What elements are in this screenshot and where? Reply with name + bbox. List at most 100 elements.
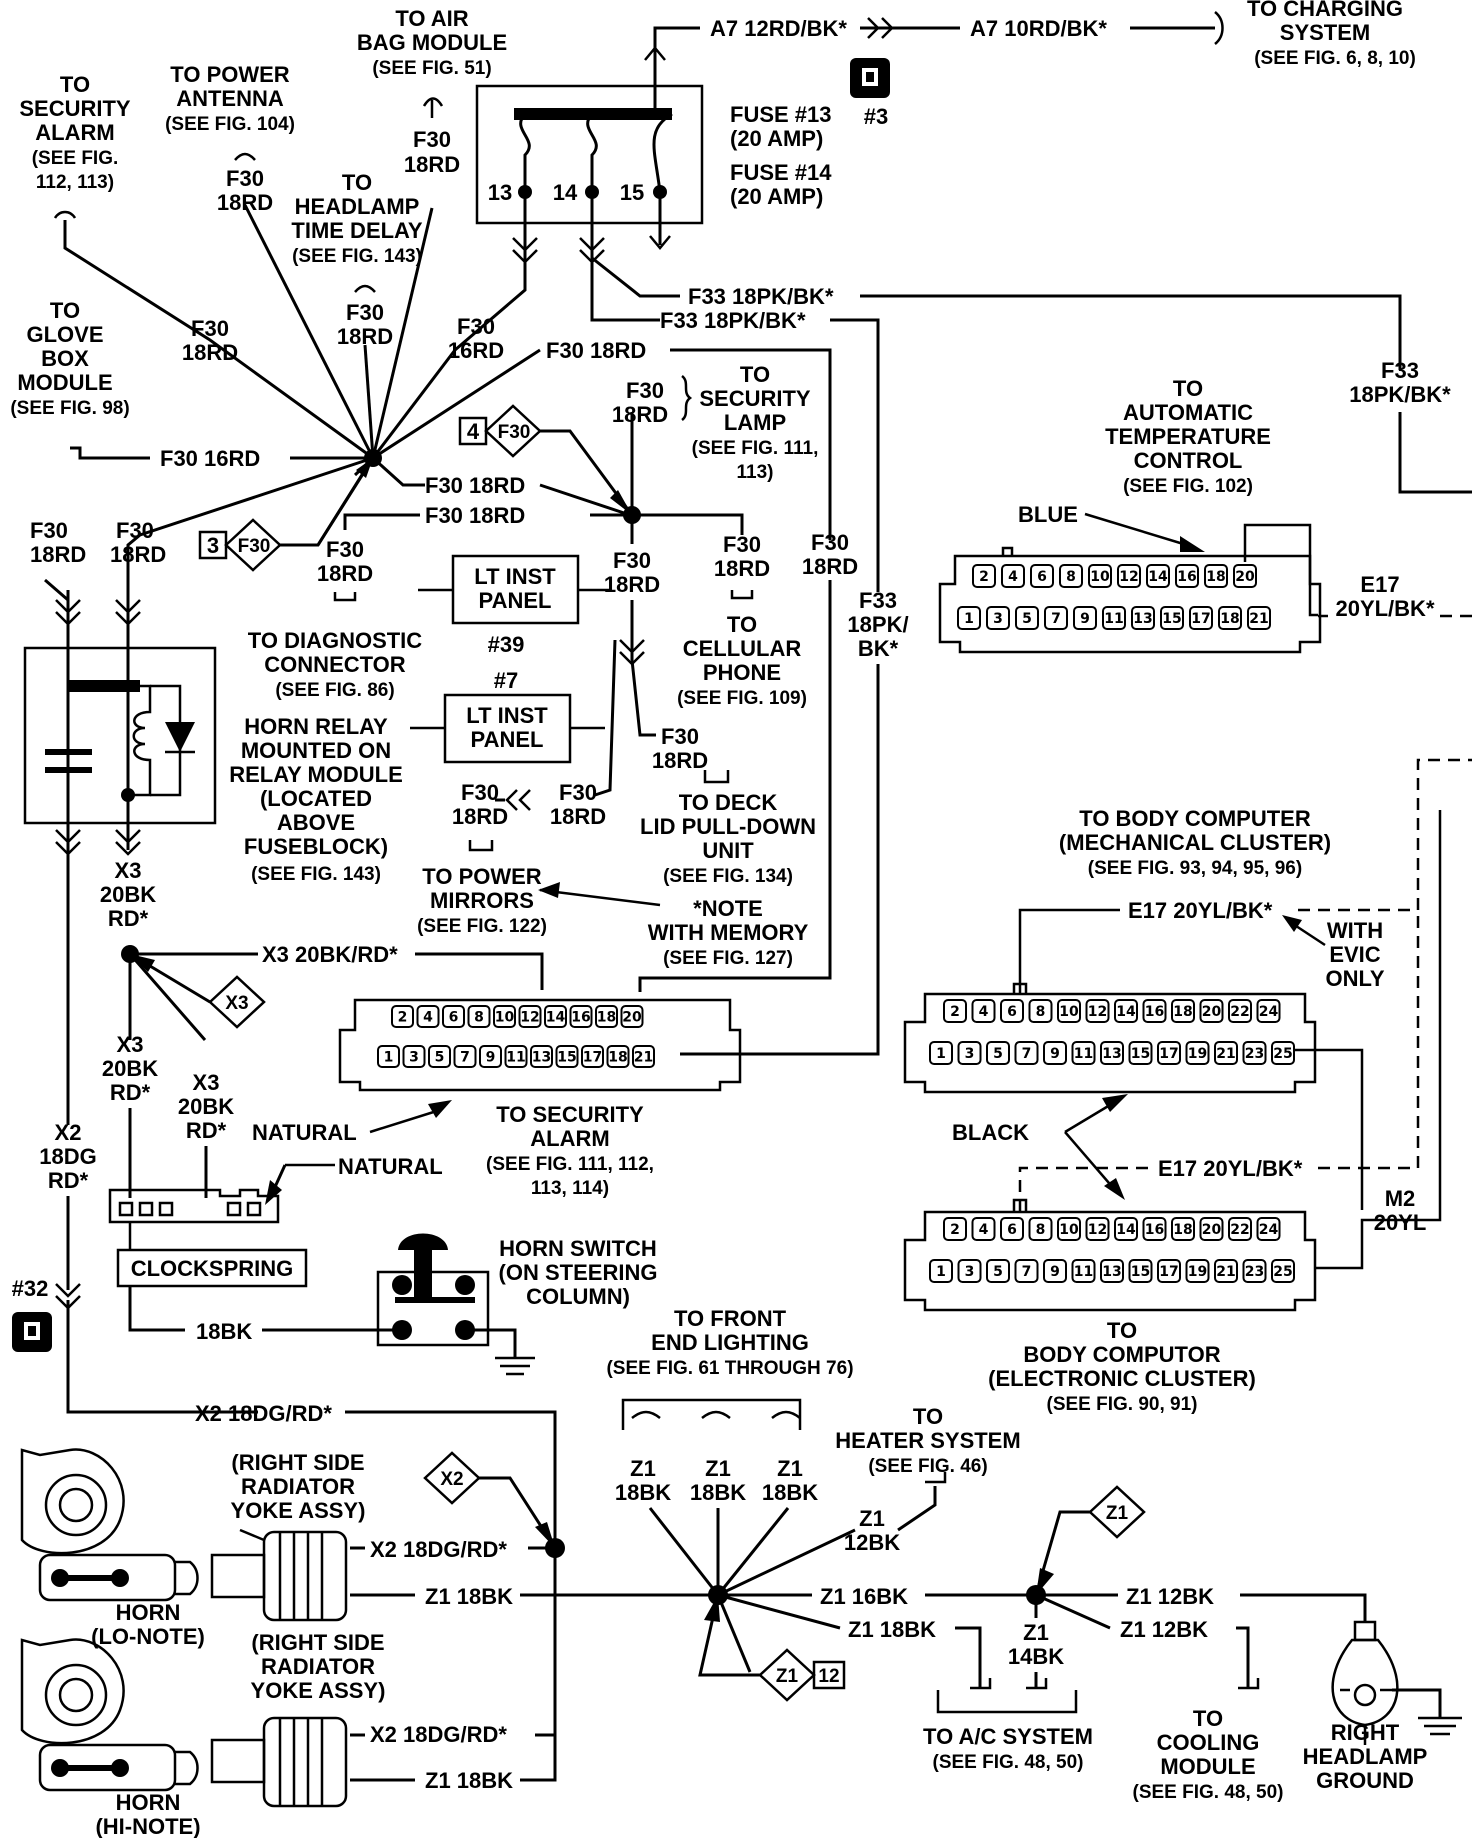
svg-text:F30: F30 <box>326 537 364 562</box>
svg-text:SECURITY: SECURITY <box>19 96 131 121</box>
connector-pin <box>1157 1259 1181 1283</box>
connector-pin <box>1088 564 1112 588</box>
svg-text:TO: TO <box>342 170 372 195</box>
svg-text:18RD: 18RD <box>404 152 460 177</box>
connector-pin-label: 9 <box>1050 1046 1060 1062</box>
svg-text:F30: F30 <box>461 780 499 805</box>
svg-text:*NOTE: *NOTE <box>693 896 763 921</box>
connector-pin <box>1128 1259 1153 1283</box>
connector-pin-label: 5 <box>993 1264 1003 1280</box>
connector-pin-label: 13 <box>532 1050 551 1066</box>
connector-pin-label: 12 <box>1119 569 1138 585</box>
label-to-diagnostic: TO DIAGNOSTIC CONNECTOR (SEE FIG. 86) <box>248 628 422 701</box>
svg-text:18RD: 18RD <box>337 324 393 349</box>
clockspring: NATURAL CLOCKSPRING 18BK <box>108 1154 443 1344</box>
connector-pin-label: 3 <box>409 1050 419 1066</box>
connector-pin-label: 18 <box>608 1050 627 1066</box>
svg-text:M2: M2 <box>1385 1186 1416 1211</box>
svg-text:Z1: Z1 <box>776 1666 799 1687</box>
svg-text:18BK: 18BK <box>196 1319 252 1344</box>
connector-pin-label: 13 <box>1133 611 1152 627</box>
auto-temp-connector: TO AUTOMATIC TEMPERATURE CONTROL (SEE FI… <box>938 376 1472 654</box>
svg-text:TO DECK: TO DECK <box>679 790 778 815</box>
svg-text:MOUNTED ON: MOUNTED ON <box>241 738 391 763</box>
connector-pin-label: 8 <box>474 1010 484 1026</box>
yoke-lower: (RIGHT SIDE RADIATOR YOKE ASSY) <box>210 1630 385 1808</box>
connector-pin <box>1000 1217 1024 1241</box>
connector-pin-label: 21 <box>634 1050 653 1066</box>
connector-pin <box>1073 606 1097 630</box>
svg-text:(SEE FIG. 51): (SEE FIG. 51) <box>372 58 491 79</box>
svg-text:RADIATOR: RADIATOR <box>261 1654 375 1679</box>
security-alarm-connector: NATURAL TO SECURITY ALARM (SEE FIG. 111,… <box>252 998 742 1199</box>
svg-text:#7: #7 <box>494 668 518 693</box>
connector-pin-label: 16 <box>1145 1004 1164 1020</box>
svg-text:(SEE FIG. 61 THROUGH 76): (SEE FIG. 61 THROUGH 76) <box>606 1358 853 1379</box>
connector-pin-label: 6 <box>449 1010 459 1026</box>
svg-text:HORN: HORN <box>116 1600 181 1625</box>
svg-text:(SEE FIG. 122): (SEE FIG. 122) <box>417 916 547 937</box>
connector-pin <box>1044 606 1068 630</box>
svg-text:(SEE FIG. 86): (SEE FIG. 86) <box>275 680 394 701</box>
svg-text:(SEE FIG. 134): (SEE FIG. 134) <box>663 866 793 887</box>
svg-text:4: 4 <box>467 419 480 444</box>
svg-text:12: 12 <box>818 1666 839 1687</box>
connector-pin <box>1242 1259 1267 1283</box>
connector-pin <box>606 1045 630 1068</box>
svg-text:TO POWER: TO POWER <box>170 62 289 87</box>
svg-text:FUSEBLOCK): FUSEBLOCK) <box>244 834 388 859</box>
svg-text:(SEE FIG. 90, 91): (SEE FIG. 90, 91) <box>1047 1394 1198 1415</box>
black-label: BLACK <box>952 1094 1128 1200</box>
connector-pin-label: 21 <box>1216 1046 1235 1062</box>
svg-text:Z1 18BK: Z1 18BK <box>425 1768 513 1793</box>
horn-lo: HORN (LO-NOTE) <box>20 1448 205 1649</box>
svg-text:#32: #32 <box>12 1276 49 1301</box>
svg-text:(SEE FIG. 46): (SEE FIG. 46) <box>868 1456 987 1477</box>
svg-text:TO DIAGNOSTIC: TO DIAGNOSTIC <box>248 628 422 653</box>
connector-pin-label: 21 <box>1216 1264 1235 1280</box>
connector-pin <box>1085 999 1110 1023</box>
svg-text:CONNECTOR: CONNECTOR <box>264 652 405 677</box>
svg-text:Z1: Z1 <box>630 1456 656 1481</box>
lt-inst-panel-7: #7 LT INST PANEL <box>410 668 605 764</box>
horn-hi: HORN (HI-NOTE) <box>20 1638 201 1838</box>
connector-pin-label: 11 <box>1074 1046 1093 1062</box>
connector-pin-label: 13 <box>1102 1264 1121 1280</box>
connector-pin-label: 22 <box>1230 1222 1249 1238</box>
connector-pin <box>1057 999 1081 1023</box>
connector-pin <box>943 999 967 1023</box>
connector-pin <box>1030 564 1054 588</box>
svg-text:X2 18DG/RD*: X2 18DG/RD* <box>370 1722 507 1747</box>
connector-pin <box>555 1045 579 1068</box>
svg-text:18PK/: 18PK/ <box>847 612 908 637</box>
label-to-headlamp: TO HEADLAMP TIME DELAY (SEE FIG. 143) <box>291 170 423 267</box>
connector-pin <box>620 1005 644 1028</box>
connector-pin <box>1028 1217 1053 1241</box>
label-to-front-end: TO FRONT END LIGHTING (SEE FIG. 61 THROU… <box>606 1306 854 1430</box>
connector-pin-label: 10 <box>1090 569 1110 585</box>
svg-text:Z1: Z1 <box>1106 1503 1129 1524</box>
connector-pin-label: 11 <box>1104 611 1123 627</box>
connector-pin <box>595 1005 618 1028</box>
label-to-cellular: TO CELLULAR PHONE (SEE FIG. 109) <box>677 612 807 709</box>
svg-text:16RD: 16RD <box>448 338 504 363</box>
connector-pin-label: 9 <box>1080 611 1090 627</box>
connector-pin <box>632 1045 655 1068</box>
connector-pin-label: 7 <box>1022 1046 1032 1062</box>
label-to-power-antenna: TO POWER ANTENNA (SEE FIG. 104) <box>165 62 295 135</box>
connector-pin <box>1100 1041 1124 1065</box>
svg-text:X3: X3 <box>115 858 142 883</box>
connector-pin <box>1185 1041 1210 1065</box>
svg-text:(SEE FIG. 93, 94, 95, 96): (SEE FIG. 93, 94, 95, 96) <box>1088 858 1302 879</box>
svg-text:RADIATOR: RADIATOR <box>241 1474 355 1499</box>
z1-second-splice: Z1 Z1 12BK Z1 12BK Z1 14BK <box>936 1485 1367 1714</box>
connector-pin-label: 10 <box>1059 1222 1079 1238</box>
connector-pin <box>1114 999 1138 1023</box>
connector-pin-label: 1 <box>936 1046 946 1062</box>
svg-text:(SEE FIG. 111, 112,: (SEE FIG. 111, 112, <box>486 1154 654 1175</box>
connector-pin-label: 15 <box>1131 1264 1150 1280</box>
svg-text:18RD: 18RD <box>30 542 86 567</box>
connector-pin <box>1015 606 1039 630</box>
connector-pin-label: 4 <box>1008 569 1018 585</box>
svg-text:F30 18RD: F30 18RD <box>425 473 525 498</box>
